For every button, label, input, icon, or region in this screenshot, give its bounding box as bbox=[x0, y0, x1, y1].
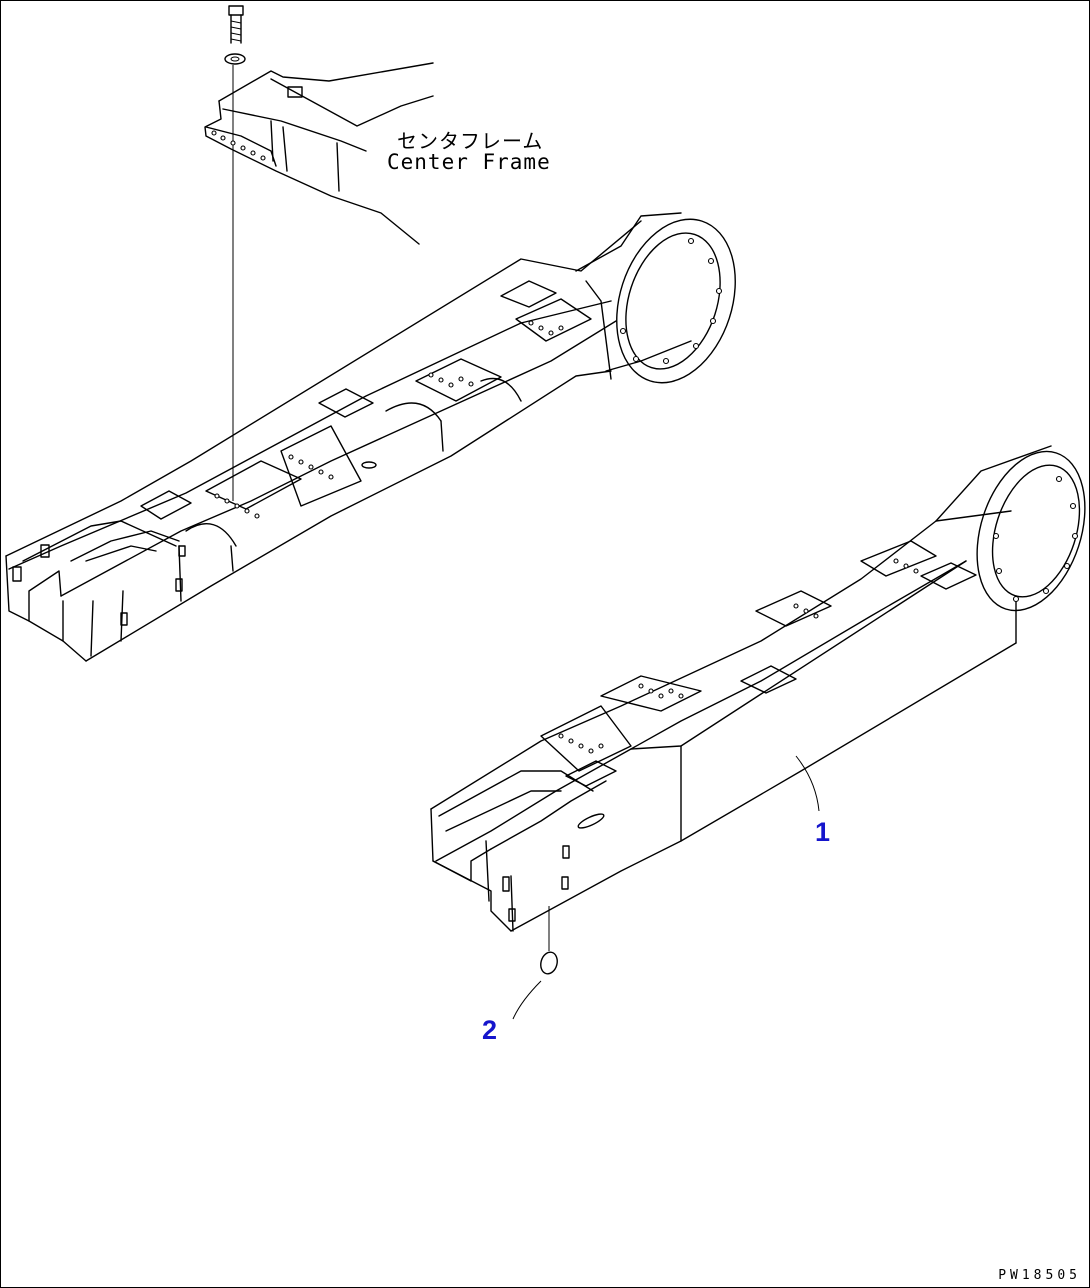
leader-line-2 bbox=[512, 980, 542, 1020]
bolt bbox=[228, 5, 244, 44]
track-frame-upper bbox=[5, 212, 736, 662]
center-frame-label-en: Center Frame bbox=[387, 150, 551, 174]
drawing-code: PW18505 bbox=[998, 1268, 1081, 1283]
callout-2: 2 bbox=[482, 1015, 498, 1045]
grease-fitting bbox=[540, 906, 558, 975]
center-frame bbox=[204, 62, 434, 245]
washer bbox=[224, 53, 246, 65]
center-frame-label-jp: センタフレーム bbox=[397, 129, 544, 153]
leader-line-1 bbox=[795, 755, 820, 812]
track-frame-lower bbox=[430, 445, 1086, 932]
callout-1: 1 bbox=[815, 817, 831, 847]
